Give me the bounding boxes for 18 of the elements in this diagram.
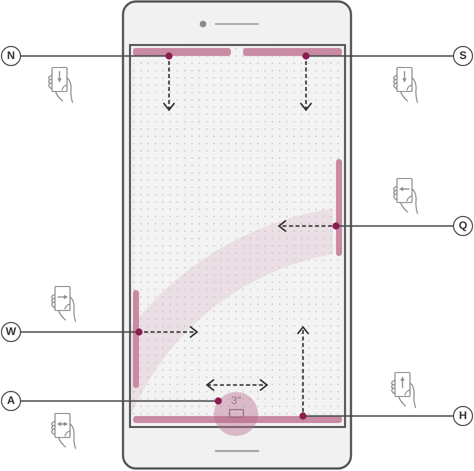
screen-edge-bar: [336, 159, 342, 256]
callout-label: Q: [453, 216, 473, 236]
callout-label: A: [1, 391, 21, 411]
screen-edge-bar: [243, 48, 342, 56]
leader-line: [302, 52, 453, 60]
screen-edge-bar: [133, 48, 231, 56]
leader-line: [332, 222, 453, 230]
leader-line: [21, 397, 222, 405]
leader-line: [21, 328, 143, 336]
leader-line: [21, 52, 173, 60]
callout-label: H: [453, 406, 473, 426]
size-label: 3": [230, 395, 242, 407]
screen-edge-bar: [133, 416, 342, 423]
screen-edge-bar: [133, 290, 139, 388]
callout-label: W: [1, 322, 21, 342]
callout-label: N: [1, 46, 21, 66]
callout-label: S: [453, 46, 473, 66]
leader-line: [299, 412, 453, 420]
